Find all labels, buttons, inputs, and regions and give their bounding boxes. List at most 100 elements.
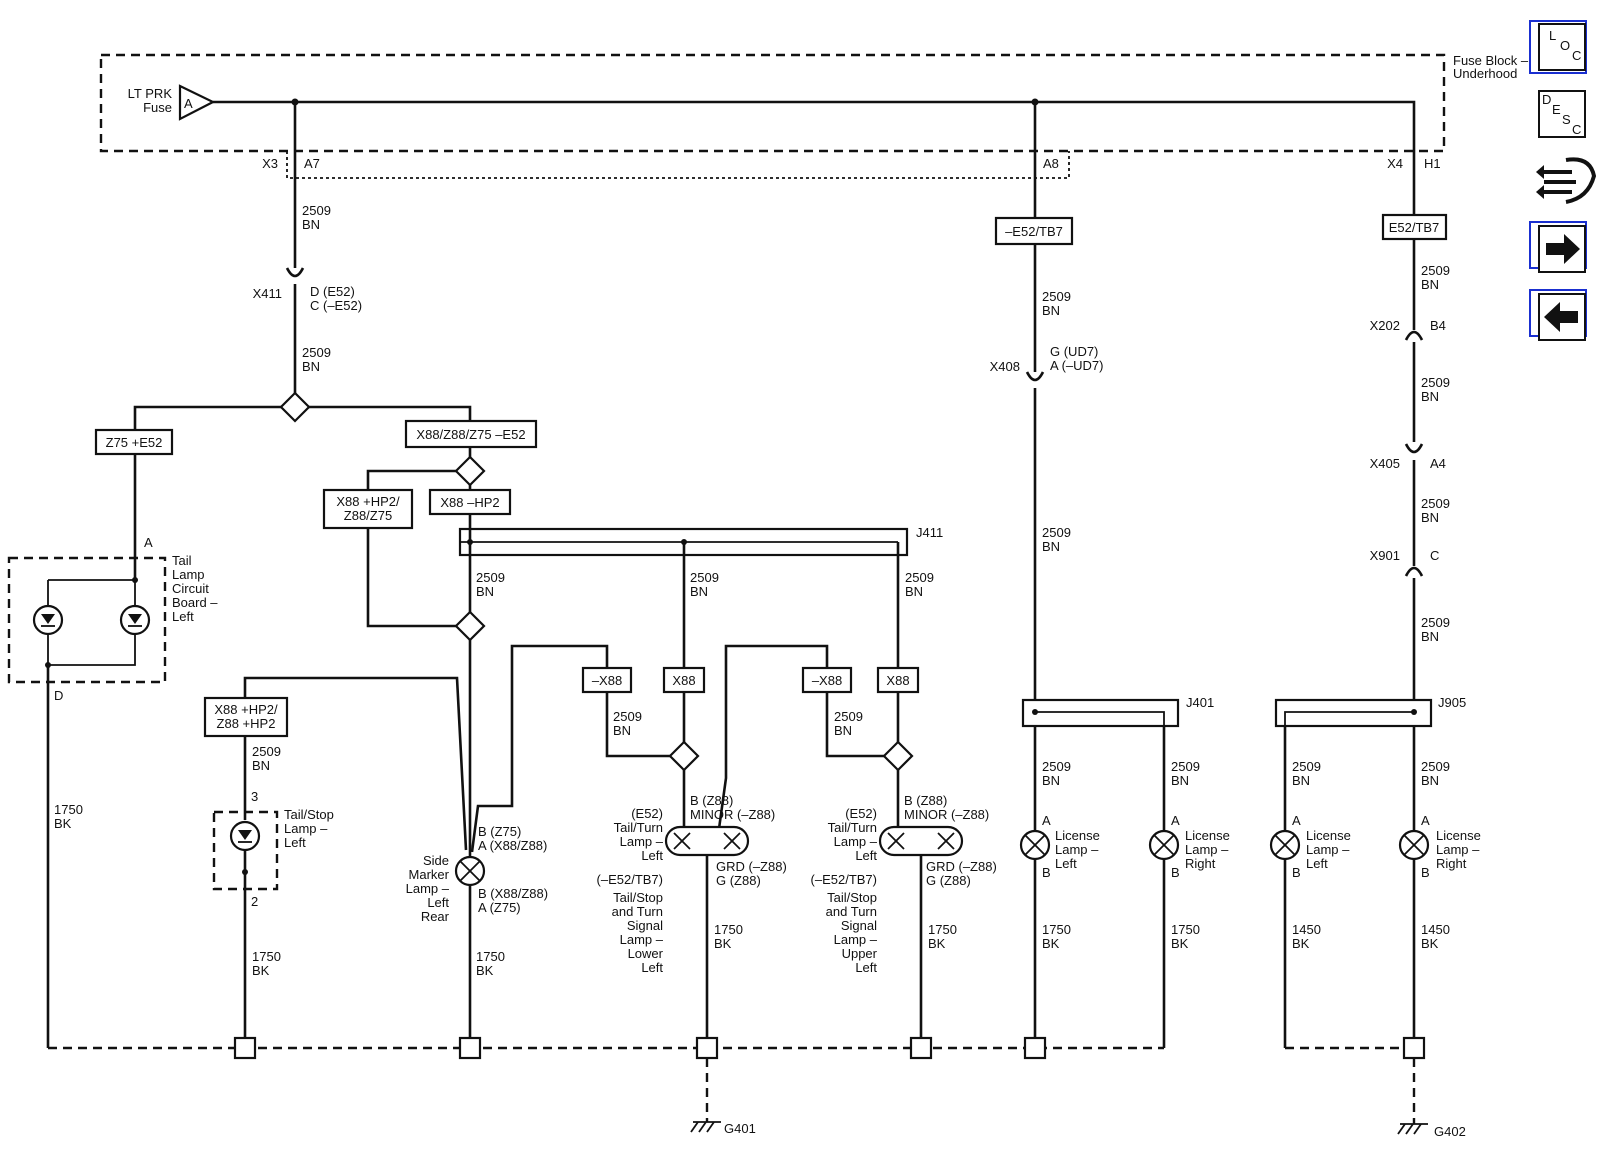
- fuse-block-label: Fuse Block –: [1453, 53, 1529, 68]
- connector-x408-symbol: [1025, 371, 1045, 382]
- connector-x3-outline: [286, 151, 1070, 179]
- junction-bar: [1284, 711, 1414, 726]
- upper-lamp-label: Signal: [841, 918, 877, 933]
- description-button[interactable]: D E S C: [1538, 90, 1586, 138]
- desc-letter: E: [1552, 102, 1561, 117]
- tail-board-label: Board –: [172, 595, 218, 610]
- splice-diamond: [454, 610, 486, 642]
- option-neg-x88: [581, 666, 633, 694]
- loc-letter: C: [1572, 48, 1581, 63]
- option-neg-x88: [801, 666, 853, 694]
- upper-lamp-label: Left: [855, 960, 877, 975]
- wire-gauge: 2509: [1042, 759, 1071, 774]
- led-icon: [119, 604, 151, 636]
- arrow-right-icon: [1546, 234, 1580, 264]
- tail-turn-label: Left: [641, 848, 663, 863]
- side-marker-pin: A (X88/Z88): [478, 838, 547, 853]
- led-icon: [229, 820, 261, 852]
- fuse-label-2: Fuse: [143, 100, 172, 115]
- wire-gauge: 1750: [476, 949, 505, 964]
- previous-arrow-button[interactable]: [1529, 289, 1587, 341]
- wire-color: BN: [1421, 510, 1439, 525]
- wire-color: BN: [1042, 773, 1060, 788]
- wire-gauge: 1750: [1042, 922, 1071, 937]
- fuse-pin: A: [184, 96, 193, 111]
- wire-gauge: 2509: [1292, 759, 1321, 774]
- pin-label: A: [1292, 813, 1301, 828]
- wire-gauge: 1750: [714, 922, 743, 937]
- license-lamp-label: Left: [1306, 856, 1328, 871]
- option-x88-hp2-z88-hp2: [203, 696, 289, 738]
- pin-label: A: [1042, 813, 1051, 828]
- wire-color: BN: [1171, 773, 1189, 788]
- junction-j905-label: J905: [1438, 695, 1466, 710]
- tail-board-pin-a: A: [144, 535, 153, 550]
- option-label: Z88/Z75: [344, 508, 392, 523]
- license-lamp-label: License: [1306, 828, 1351, 843]
- tail-turn-label: (E52): [845, 806, 877, 821]
- ground-icon: [690, 1121, 721, 1133]
- tail-board-label: Tail: [172, 553, 192, 568]
- splice-diamond: [668, 740, 700, 772]
- wire: [470, 644, 609, 853]
- option-label: Z88 +HP2: [217, 716, 276, 731]
- tail-stop-label: Lamp –: [284, 821, 328, 836]
- upper-lamp-label: Tail/Stop: [827, 890, 877, 905]
- junction-j905: [1274, 698, 1433, 728]
- lower-lamp-label: Signal: [627, 918, 663, 933]
- wire-gauge: 2509: [302, 203, 331, 218]
- arrow-left-icon: [1544, 302, 1578, 332]
- connector-x405: X405: [1370, 456, 1400, 471]
- wire-gauge: 2509: [1421, 615, 1450, 630]
- connector-h1: H1: [1424, 156, 1441, 171]
- wire-color: BK: [1292, 936, 1310, 951]
- splice-dot: [242, 869, 248, 875]
- option-label: X88: [886, 673, 909, 688]
- option-label: X88/Z88/Z75 –E52: [416, 427, 525, 442]
- wire-gauge: 2509: [1042, 525, 1071, 540]
- wire-gauge: 2509: [302, 345, 331, 360]
- option-label: –X88: [812, 673, 842, 688]
- wire-color: BN: [1421, 389, 1439, 404]
- connector-x901-symbol: [1404, 566, 1424, 577]
- license-lamp-label: License: [1436, 828, 1481, 843]
- fuse-symbol: [178, 84, 216, 121]
- license-lamp-label: Lamp –: [1055, 842, 1099, 857]
- connector-x411-pin-c: C (–E52): [310, 298, 362, 313]
- loc-letter: O: [1560, 38, 1570, 53]
- wrench-icon[interactable]: [1536, 157, 1597, 204]
- junction-j411-label: J411: [916, 525, 943, 540]
- license-lamp-label: Lamp –: [1436, 842, 1480, 857]
- tail-board-label: Circuit: [172, 581, 209, 596]
- wire-gauge: 2509: [834, 709, 863, 724]
- tail-board-label: Left: [172, 609, 194, 624]
- desc-letter: S: [1562, 112, 1571, 127]
- license-lamp-label: License: [1055, 828, 1100, 843]
- tail-stop-label: Left: [284, 835, 306, 850]
- location-button[interactable]: L O C: [1529, 20, 1587, 74]
- side-marker-pin: B (Z75): [478, 824, 521, 839]
- lamp-icon: [1019, 829, 1051, 861]
- wire-color: BN: [252, 758, 270, 773]
- license-lamp-label: License: [1185, 828, 1230, 843]
- option-label: X88 +HP2/: [214, 702, 278, 717]
- desc-letter: C: [1572, 122, 1581, 137]
- upper-lamp-label: Upper: [842, 946, 878, 961]
- wire-color: BN: [1042, 539, 1060, 554]
- wire-color: BN: [613, 723, 631, 738]
- side-marker-label: Rear: [421, 909, 450, 924]
- option-label: –X88: [592, 673, 622, 688]
- wire-gauge: 2509: [1042, 289, 1071, 304]
- option-label: E52/TB7: [1389, 220, 1440, 235]
- tail-lamp-circuit-board-outline: [7, 556, 167, 684]
- tail-turn-label: Left: [855, 848, 877, 863]
- wire-color: BN: [690, 584, 708, 599]
- wire-gauge: 1750: [1171, 922, 1200, 937]
- ground-g401-label: G401: [724, 1121, 756, 1136]
- tail-turn-pin: B (Z88): [690, 793, 733, 808]
- connector-x202: X202: [1370, 318, 1400, 333]
- wire-gauge: 1750: [928, 922, 957, 937]
- next-arrow-button[interactable]: [1529, 221, 1587, 273]
- option-label: –E52/TB7: [1005, 224, 1063, 239]
- dual-lamp-icon: [664, 825, 750, 857]
